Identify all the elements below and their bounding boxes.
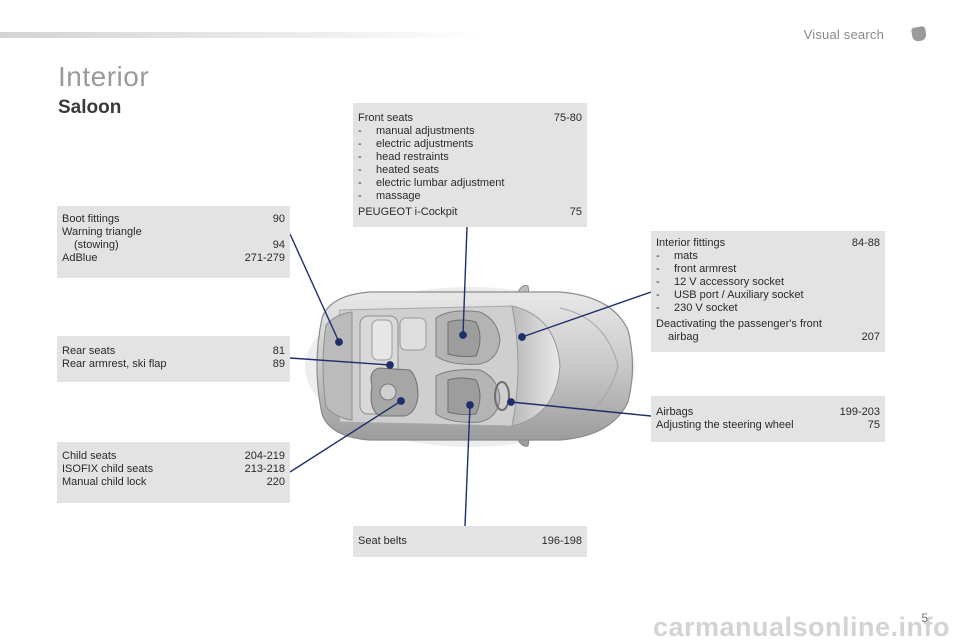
boot-pages: 90 [272,213,285,225]
interior-fittings-title: Interior fittings [656,237,726,249]
car-body [305,285,635,447]
leader-line-interior-fittings [521,291,652,338]
header-bar [0,32,480,38]
section-title: Saloon [58,97,122,118]
leader-dot-interior-fittings [518,333,526,341]
leader-line-boot [289,233,340,343]
airbag-deactivation-label: Deactivating the passenger's front [656,318,822,330]
child-seats-pages: 204-219 [244,450,285,462]
header-label: Visual search [803,27,884,42]
boot-label: Boot fittings [62,213,120,225]
airbag-deactivation-pages: 207 [861,331,880,343]
leader-lines [289,226,652,527]
steering-wheel-label: Adjusting the steering wheel [656,419,794,431]
warning-triangle-sub: (stowing) [74,239,119,251]
leader-line-seat-belts [464,404,471,527]
leader-dot-rear-seats [386,361,394,369]
boot-fittings-box: Boot fittings 90 Warning triangle (stowi… [57,206,290,278]
leader-line-rear-seats [289,357,391,366]
front-seat-right [435,369,501,423]
adblue-row: AdBlue 271-279 [62,252,285,265]
list-item: -heated seats [358,164,439,176]
seat-belts-row: Seat belts 196-198 [358,535,582,548]
seat-belts-box: Seat belts 196-198 [353,526,587,557]
i-cockpit-pages: 75 [569,206,582,218]
rear-seats-pages: 81 [272,345,285,357]
front-seat-left [435,310,501,365]
warning-triangle-pages: 94 [272,239,285,251]
i-cockpit-row: PEUGEOT i-Cockpit 75 [358,206,582,219]
rear-armrest-label: Rear armrest, ski flap [62,358,167,370]
isofix-row: ISOFIX child seats 213-218 [62,463,285,476]
list-item: -electric adjustments [358,138,474,150]
i-cockpit-label: PEUGEOT i-Cockpit [358,206,458,218]
child-lock-label: Manual child lock [62,476,147,488]
boot-row: Boot fittings 90 [62,213,285,226]
rear-armrest-pages: 89 [272,358,285,370]
rear-seats-box: Rear seats 81 Rear armrest, ski flap 89 [57,336,290,382]
watermark: carmanualsonline.info [652,612,950,642]
airbags-row: Airbags 199-203 [656,406,880,419]
airbag-deactivation-row: airbag 207 [656,331,880,344]
airbag-deactivation-sub: airbag [668,331,699,343]
leader-line-airbags [510,401,652,417]
leader-dot-airbags [507,398,515,406]
airbags-pages: 199-203 [839,406,880,418]
isofix-pages: 213-218 [244,463,285,475]
child-seats-row: Child seats 204-219 [62,450,285,463]
interior-fittings-box: Interior fittings 84-88 -mats -front arm… [651,231,885,352]
leader-line-child [289,400,402,473]
seat-belts-label: Seat belts [358,535,407,547]
list-item: -USB port / Auxiliary socket [656,289,804,301]
list-item: -12 V accessory socket [656,276,785,288]
warning-triangle-label: Warning triangle [62,226,142,238]
airbags-box: Airbags 199-203 Adjusting the steering w… [651,396,885,442]
list-item: -massage [358,190,421,202]
leader-dot-boot [335,338,343,346]
list-item: -electric lumbar adjustment [358,177,505,189]
front-seats-title: Front seats [358,112,414,124]
isofix-label: ISOFIX child seats [62,463,154,475]
adblue-label: AdBlue [62,252,98,264]
child-seats-label: Child seats [62,450,117,462]
leader-line-front-seats [462,226,468,336]
list-item: -manual adjustments [358,125,475,137]
list-item: -mats [656,250,698,262]
rear-armrest-row: Rear armrest, ski flap 89 [62,358,285,371]
list-item: -230 V socket [656,302,738,314]
leader-dot-child [397,397,405,405]
leader-dot-seat-belts [466,401,474,409]
front-seats-pages: 75-80 [553,112,582,124]
page-number: 5 [921,611,928,625]
front-seats-box: Front seats 75-80 -manual adjustments -e… [353,103,587,227]
child-lock-pages: 220 [266,476,285,488]
list-item: -front armrest [656,263,737,275]
child-seats-box: Child seats 204-219 ISOFIX child seats 2… [57,442,290,503]
steering-wheel-pages: 75 [867,419,880,431]
interior-fittings-pages: 84-88 [851,237,880,249]
adblue-pages: 271-279 [244,252,285,264]
rear-seats-label: Rear seats [62,345,116,357]
interior-fittings-title-row: Interior fittings 84-88 [656,237,880,250]
leader-dot-front-seats [459,331,467,339]
airbags-label: Airbags [656,406,694,418]
steering-wheel-row: Adjusting the steering wheel 75 [656,419,880,432]
list-item: -head restraints [358,151,449,163]
page-title: Interior [58,61,150,92]
child-lock-row: Manual child lock 220 [62,476,285,489]
rear-seats-row: Rear seats 81 [62,345,285,358]
seat-belts-pages: 196-198 [541,535,582,547]
front-seats-title-row: Front seats 75-80 [358,112,582,125]
warning-triangle-row: (stowing) 94 [62,239,285,252]
